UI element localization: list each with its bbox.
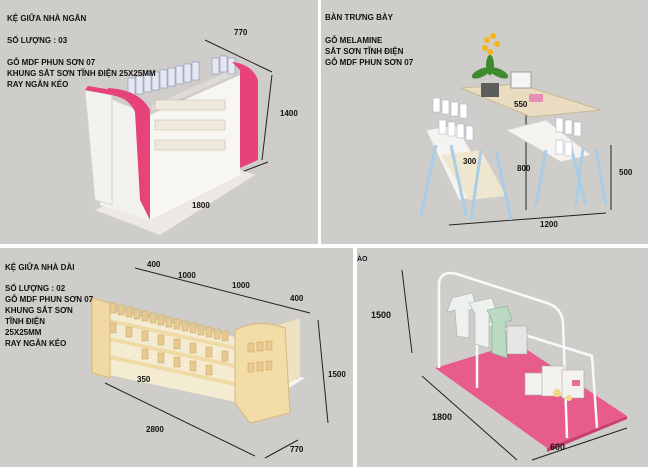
- spec-line: RAY NGĂN KÉO: [5, 339, 67, 348]
- dimension-d: 400: [290, 294, 304, 303]
- dimension-height: 1500: [371, 310, 392, 320]
- dimension-depth: 770: [290, 445, 304, 454]
- dimension-length: 2800: [146, 425, 164, 434]
- spec-line: KHUNG SẮT SƠN TĨNH ĐIỆN 25X25MM: [7, 69, 156, 78]
- dimension-length: 1200: [540, 220, 558, 229]
- dimension-length: 1800: [192, 201, 210, 210]
- dimension-depth: 770: [234, 28, 248, 37]
- clothing-rack-illustration: [401, 269, 628, 461]
- dimension-length: 1800: [432, 412, 453, 422]
- panel-title: KỆ GIỮA NHÀ DÀI: [5, 263, 75, 272]
- quantity-label: SỐ LƯỢNG : 02: [5, 284, 66, 293]
- panel-clothing-rack: ÀO 1500 1800 600: [357, 248, 648, 467]
- spec-line: GỖ MDF PHUN SƠN 07: [5, 295, 94, 304]
- dimension-height: 1500: [328, 370, 346, 379]
- panel-display-table: BÀN TRƯNG BÀY GỖ MELAMINE SẮT SƠN TĨNH Đ…: [321, 0, 648, 244]
- spec-line: SẮT SƠN TĨNH ĐIỆN: [325, 47, 404, 56]
- panel-title: BÀN TRƯNG BÀY: [325, 13, 393, 22]
- spec-line: 25X25MM: [5, 328, 42, 337]
- dimension-c: 1000: [232, 281, 250, 290]
- dimension-base: 350: [137, 375, 151, 384]
- spec-line: GỖ MELAMINE: [325, 36, 383, 45]
- dimension-top: 550: [514, 100, 528, 109]
- short-shelf-illustration: [84, 39, 273, 235]
- spec-line: GỖ MDF PHUN SƠN 07: [325, 58, 414, 67]
- dimension-b: 1000: [178, 271, 196, 280]
- long-shelf-illustration: [91, 267, 329, 459]
- dimension-bench: 300: [463, 157, 477, 166]
- display-table-illustration: [419, 33, 612, 226]
- spec-line: RAY NGĂN KÉO: [7, 80, 69, 89]
- dimension-table-height: 800: [517, 164, 531, 173]
- cut-off-text: ÀO: [357, 256, 368, 263]
- dimension-height: 1400: [280, 109, 298, 118]
- spec-line: GỖ MDF PHUN SƠN 07: [7, 58, 96, 67]
- spec-line: TĨNH ĐIỆN: [5, 317, 45, 326]
- dimension-width: 600: [550, 442, 566, 452]
- panel-short-center-shelf: KỆ GIỮA NHÀ NGẮN SỐ LƯỢNG : 03 GỖ MDF PH…: [0, 0, 318, 244]
- quantity-label: SỐ LƯỢNG : 03: [7, 36, 68, 45]
- dimension-bench-height: 500: [619, 168, 633, 177]
- spec-line: KHUNG SẮT SƠN: [5, 306, 73, 315]
- panel-long-center-shelf: KỆ GIỮA NHÀ DÀI SỐ LƯỢNG : 02 GỖ MDF PHU…: [0, 248, 353, 467]
- panel-title: KỆ GIỮA NHÀ NGẮN: [7, 14, 87, 23]
- dimension-a: 400: [147, 260, 161, 269]
